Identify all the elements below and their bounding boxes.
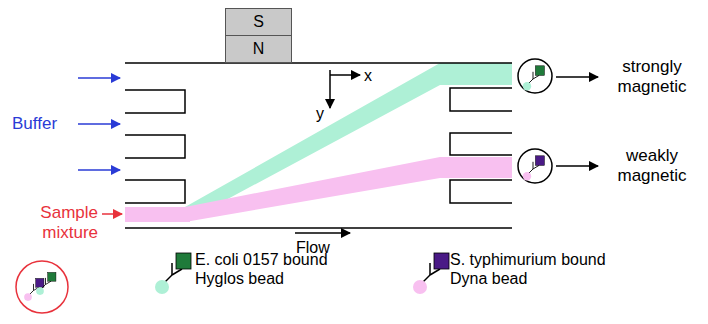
bead-icon (413, 253, 449, 294)
legend-entry: S. typhimurium bound Dyna bead (450, 250, 632, 288)
green-stream (125, 63, 512, 222)
axis-label: x (364, 66, 378, 85)
bead-icon (523, 156, 545, 181)
channel-walls (125, 63, 512, 228)
bead-icon (24, 278, 44, 301)
axis-label: y (316, 104, 328, 123)
legend-text: S. typhimurium bound Dyna bead (450, 251, 606, 287)
outlet-label: strongly magnetic (600, 57, 704, 98)
outlet-circle (518, 149, 552, 183)
pink-stream-inlet (125, 207, 190, 222)
outlet-label: weakly magnetic (600, 146, 704, 187)
outlet-arrow (556, 76, 598, 78)
inlet-label: Sample mixture (26, 203, 98, 244)
bead-icon (155, 253, 191, 294)
outlet-arrow (556, 165, 598, 167)
axes (330, 70, 360, 108)
legend-entry: E. coli 0157 bound Hyglos bead (195, 250, 360, 288)
pole-label: N (253, 40, 265, 58)
inlet-label: Buffer (12, 114, 76, 134)
outlet-circle (518, 59, 552, 93)
pink-stream (125, 157, 512, 222)
bead-icon (36, 272, 56, 295)
bead-icon (523, 66, 545, 91)
inlet-arrows (78, 78, 122, 214)
magnet-pole: N (225, 35, 292, 63)
pole-label: S (253, 13, 264, 31)
legend-text: E. coli 0157 bound Hyglos bead (195, 251, 328, 287)
sample-circle (16, 261, 68, 313)
flow-arrow (295, 232, 350, 234)
magnet-pole: S (225, 8, 292, 36)
